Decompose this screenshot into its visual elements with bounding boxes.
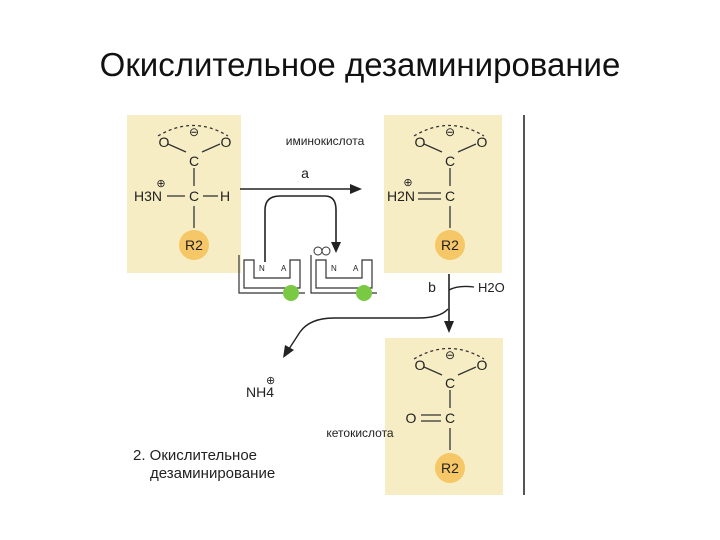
hydrogen-label: H	[220, 188, 230, 204]
minus-charge: ⊖	[189, 125, 199, 139]
green-ball	[283, 285, 299, 301]
amine-label: H3N	[134, 188, 162, 204]
enzyme-letter: N	[259, 264, 265, 273]
oxygen-label: O	[221, 134, 232, 150]
enzyme-letter: A	[281, 264, 287, 273]
carbon-label: C	[189, 153, 199, 169]
minus-charge: ⊖	[445, 348, 455, 362]
hydrogen-transfer-arrow	[264, 195, 341, 262]
carbon-label: C	[189, 188, 199, 204]
imino-acid-molecule: O ⊖ O C ⊕ H2N C R2	[387, 124, 488, 260]
enzyme-letter: A	[353, 264, 359, 273]
r-group-circle	[435, 453, 465, 483]
step-a-arrow	[240, 184, 362, 194]
water-label: H2O	[478, 280, 505, 295]
amino-acid-molecule: O ⊖ O C ⊕ H3N C H R2	[134, 124, 232, 260]
step-b-label: b	[428, 279, 436, 295]
ammonium-release-arrow	[283, 308, 449, 358]
slide-title: Окислительное дезаминирование	[99, 46, 621, 83]
r-group-circle	[435, 230, 465, 260]
r-group-circle	[179, 230, 209, 260]
green-ball	[356, 285, 372, 301]
r-group-label: R2	[441, 237, 459, 253]
plus-charge: ⊕	[403, 177, 412, 189]
step-b-arrow	[444, 274, 475, 333]
imino-acid-label: иминокислота	[286, 134, 365, 148]
r-group-label: R2	[185, 237, 203, 253]
carbon-label: C	[445, 153, 455, 169]
carbon-label: C	[445, 410, 455, 426]
step-a-label: a	[301, 165, 309, 181]
enzyme-oxidized: N A	[238, 255, 305, 301]
oxygen-label: O	[477, 357, 488, 373]
carbon-label: C	[445, 375, 455, 391]
oxygen-label: O	[406, 410, 417, 426]
oxygen-label: O	[477, 134, 488, 150]
enzyme-reduced: N A	[310, 246, 377, 301]
caption-line1: 2. Окислительное	[133, 447, 257, 464]
keto-acid-molecule: O ⊖ O C O C R2	[406, 347, 488, 483]
r-group-label: R2	[441, 460, 459, 476]
imine-label: H2N	[387, 188, 415, 204]
oxygen-label: O	[415, 357, 426, 373]
oxygen-label: O	[159, 134, 170, 150]
minus-charge: ⊖	[445, 125, 455, 139]
ammonium-label: NH4	[246, 384, 274, 400]
caption-line2: дезаминирование	[150, 465, 275, 482]
plus-charge: ⊕	[266, 375, 275, 387]
oxygen-label: O	[415, 134, 426, 150]
keto-acid-label: кетокислота	[326, 426, 394, 440]
plus-charge: ⊕	[156, 178, 165, 190]
enzyme-letter: N	[331, 264, 337, 273]
carbon-label: C	[445, 188, 455, 204]
